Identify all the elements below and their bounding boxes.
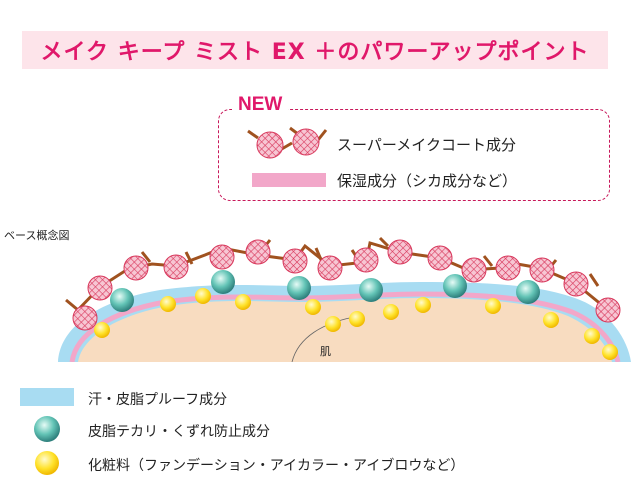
skin-diagram (58, 236, 631, 362)
coat-particle (123, 255, 149, 281)
teal-particle (443, 274, 467, 298)
teal-particle (287, 276, 311, 300)
coat-particle (529, 257, 555, 283)
yellow-particle (602, 344, 618, 360)
coat-particle (245, 239, 271, 265)
coat-particle (387, 239, 413, 265)
teal-particle (516, 280, 540, 304)
title-banner: メイク キープ ミスト EX ＋のパワーアップポイント (22, 31, 608, 69)
cosmetics-icon (35, 451, 59, 475)
sweat-proof-icon (20, 388, 74, 406)
page-title: メイク キープ ミスト EX ＋のパワーアップポイント (40, 40, 590, 65)
legend-coat-label: スーパーメイクコート成分 (337, 136, 516, 154)
yellow-particle (195, 288, 211, 304)
yellow-particle (325, 316, 341, 332)
yellow-particle (383, 304, 399, 320)
diagram-label: ベース概念図 (4, 229, 70, 242)
yellow-particle (485, 298, 501, 314)
coat-particle (163, 254, 189, 280)
legend-oil-control: 皮脂テカリ・くずれ防止成分 (88, 424, 270, 440)
yellow-particle (160, 296, 176, 312)
coat-particle (563, 271, 589, 297)
new-badge: NEW (232, 94, 289, 116)
coat-particle (427, 245, 453, 271)
legend-moisture-label: 保湿成分（シカ成分など） (337, 172, 518, 190)
yellow-particle (235, 294, 251, 310)
teal-particle (110, 288, 134, 312)
moisture-line (69, 291, 621, 362)
coat-particle (461, 257, 487, 283)
yellow-particle (584, 328, 600, 344)
coat-particle (353, 247, 379, 273)
skin-label: 肌 (320, 345, 331, 358)
coat-particle (317, 255, 343, 281)
legend-sweat-proof: 汗・皮脂プルーフ成分 (88, 392, 228, 408)
coat-particle (282, 248, 308, 274)
yellow-particle (543, 312, 559, 328)
coat-particle (209, 244, 235, 270)
coat-particle (87, 275, 113, 301)
teal-particle (359, 278, 383, 302)
yellow-particle (349, 311, 365, 327)
legend-cosmetics: 化粧料（ファンデーション・アイカラー・アイブロウなど） (88, 458, 465, 474)
yellow-particle (305, 299, 321, 315)
coat-particle (495, 255, 521, 281)
skin-layer (78, 298, 612, 362)
coat-particle (595, 297, 621, 323)
new-legend-box (218, 109, 610, 201)
teal-particle (211, 270, 235, 294)
moisture-band-icon (252, 173, 326, 187)
oil-control-icon (34, 416, 60, 442)
yellow-particle (415, 297, 431, 313)
coat-particle (72, 305, 98, 331)
yellow-particle (94, 322, 110, 338)
coat-icon (247, 126, 328, 159)
